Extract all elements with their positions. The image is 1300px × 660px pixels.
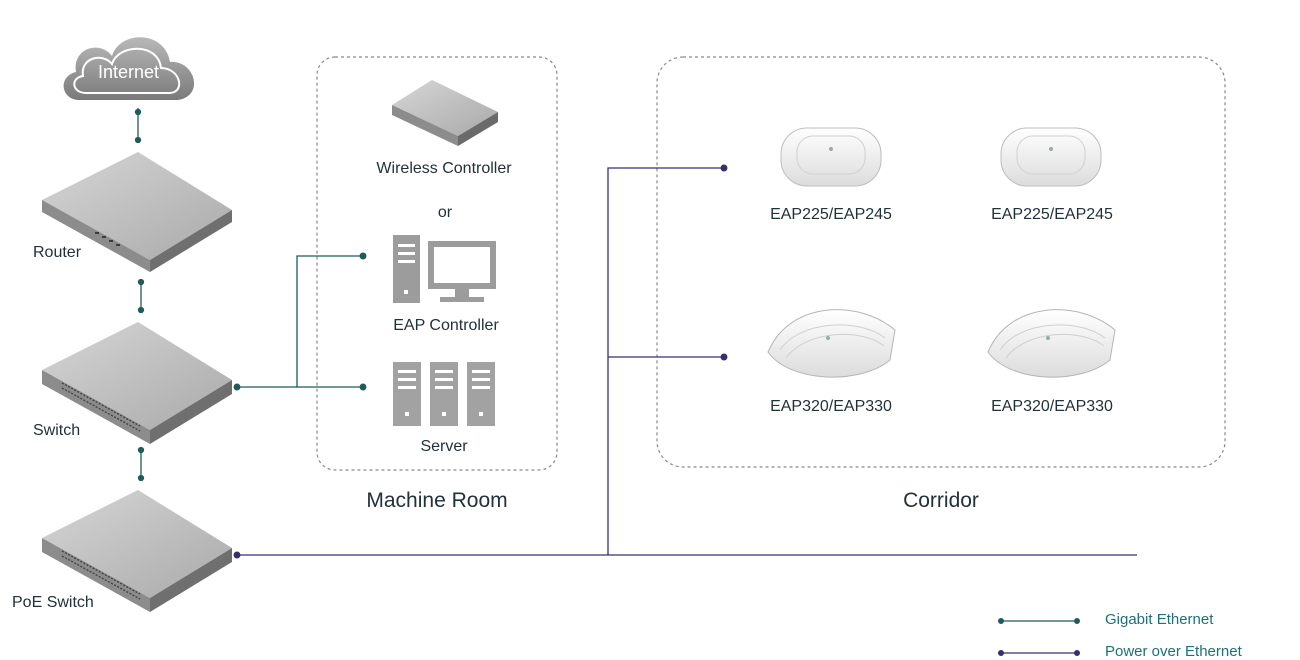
- ap-bottom-right-label: EAP320/EAP330: [991, 398, 1113, 415]
- access-point-eap225-left-icon: [780, 127, 882, 187]
- switch-icon: [42, 322, 232, 444]
- server-icon: [393, 362, 495, 426]
- poe-switch-label: PoE Switch: [12, 594, 94, 611]
- internet-label: Internet: [98, 62, 160, 82]
- router-label: Router: [33, 244, 82, 261]
- eap-controller-icon: [393, 235, 496, 303]
- corridor-zone: [656, 56, 1226, 468]
- ap-top-left-label: EAP225/EAP245: [770, 206, 892, 223]
- server-label: Server: [420, 438, 468, 455]
- or-label: or: [437, 204, 453, 221]
- switch-label: Switch: [33, 422, 81, 439]
- poe-links: [233, 164, 1137, 559]
- ap-bottom-left-label: EAP320/EAP330: [770, 398, 892, 415]
- legend-poe-label: Power over Ethernet: [1105, 643, 1242, 660]
- eap-controller-label: EAP Controller: [393, 317, 499, 334]
- ap-top-right-label: EAP225/EAP245: [991, 206, 1113, 223]
- access-point-eap225-right-icon: [1000, 127, 1102, 187]
- legend-poe-line: [998, 650, 1080, 656]
- machine-room-title: Machine Room: [366, 489, 508, 512]
- legend-gigabit-label: Gigabit Ethernet: [1105, 611, 1214, 628]
- access-point-eap320-left-icon: [767, 309, 896, 378]
- corridor-title: Corridor: [903, 489, 979, 512]
- poe-switch-icon: [42, 490, 232, 612]
- gigabit-links: [134, 108, 367, 482]
- legend-gigabit-line: [998, 618, 1080, 624]
- access-point-eap320-right-icon: [987, 309, 1116, 378]
- router-icon: [42, 152, 232, 272]
- machine-room-zone: [316, 56, 558, 471]
- wireless-controller-label: Wireless Controller: [376, 160, 512, 177]
- wireless-controller-icon: [392, 80, 498, 146]
- internet-cloud-icon: [63, 37, 195, 100]
